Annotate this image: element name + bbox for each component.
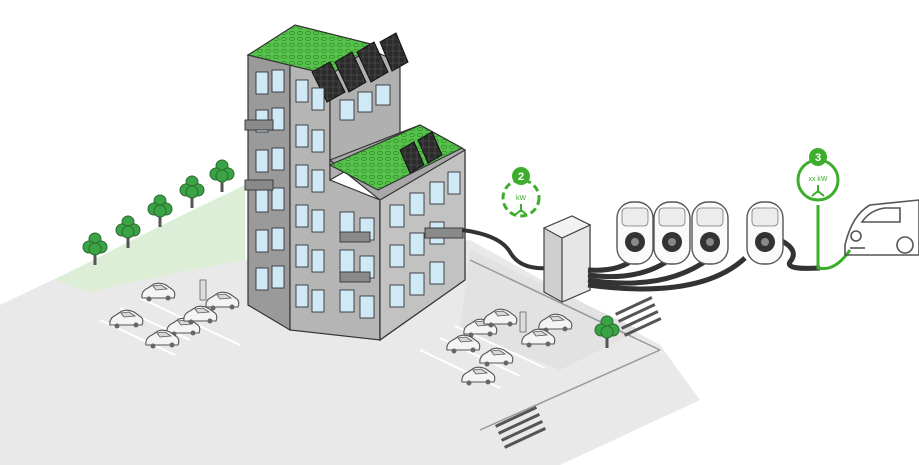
electric-cabinet-icon [542,215,592,303]
building-icon [244,24,466,342]
power-cable [461,228,549,271]
ev-charger-icon [691,201,729,265]
charging-cable [816,205,852,271]
grid-marker: 2 kW [501,167,541,218]
car-marker: 3 xx kW [796,148,840,202]
parked-cars-right [446,308,573,387]
electric-car-icon [844,199,919,256]
car-marker-unit: xx kW [808,176,827,183]
ev-charger-icon [653,201,691,265]
grid-marker-number: 2 [518,171,524,183]
balconies [244,119,464,283]
ev-charger-icon [746,201,784,265]
ev-charger-icon [616,201,654,265]
crosswalk-icon [495,296,662,449]
parked-cars-left [109,279,240,350]
car-marker-number: 3 [815,152,821,164]
ev-charger-icon [519,311,527,333]
grid-marker-unit: kW [516,195,527,202]
tree-icon [179,175,205,209]
ev-chargers [616,201,784,265]
solar-panel-icon [311,32,443,174]
windows [255,69,461,319]
tree-icon [209,159,235,193]
ev-charger-icon [199,279,207,301]
